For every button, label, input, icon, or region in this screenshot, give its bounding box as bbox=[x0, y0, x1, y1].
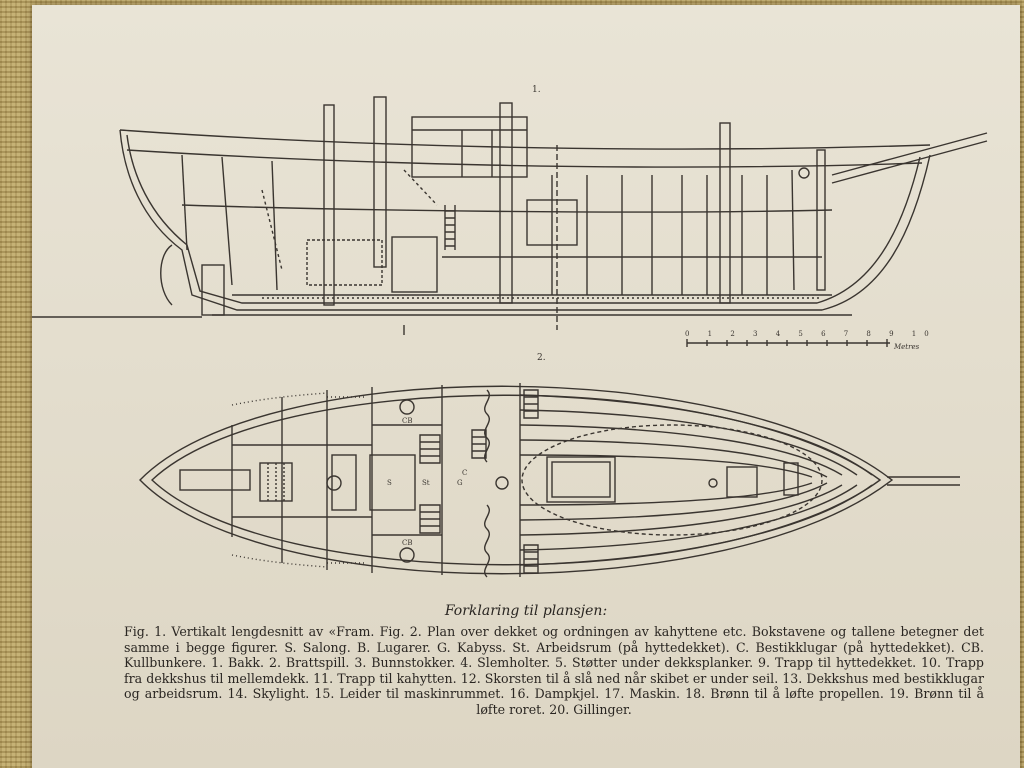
tween-room bbox=[526, 199, 578, 246]
fig2-label: 2. bbox=[537, 353, 546, 363]
deck-plan bbox=[139, 383, 960, 578]
deck-planking bbox=[519, 394, 873, 566]
rudder bbox=[160, 244, 173, 306]
cabins bbox=[179, 385, 443, 575]
plan-label-cb-bottom: CB bbox=[402, 539, 413, 547]
hull-inner bbox=[126, 134, 921, 304]
hull-outline bbox=[119, 129, 931, 311]
plan-hull-outer bbox=[139, 385, 894, 575]
bowsprit bbox=[831, 132, 988, 176]
cb-bottom-circle bbox=[399, 547, 415, 563]
sheer-line bbox=[119, 129, 931, 150]
rudder-well bbox=[201, 264, 225, 316]
bow-post bbox=[816, 149, 826, 291]
scale-bar bbox=[686, 339, 890, 347]
tween-deck bbox=[181, 204, 833, 213]
plan-stair-bottom bbox=[523, 544, 539, 574]
fore-hatch bbox=[726, 466, 758, 498]
caption-title: Forklaring til plansjen: bbox=[444, 603, 608, 619]
cb-top-circle bbox=[399, 399, 415, 415]
funnel bbox=[373, 96, 387, 268]
engine bbox=[306, 239, 383, 286]
saloon-table bbox=[331, 454, 357, 511]
scale-ticks: 0 1 2 3 4 5 6 7 8 9 10 bbox=[685, 330, 937, 338]
windlass-plan bbox=[783, 462, 799, 496]
windlass bbox=[798, 167, 810, 179]
main-hatch bbox=[546, 456, 616, 503]
ladder bbox=[444, 205, 456, 250]
plan-label-c: C bbox=[462, 469, 467, 477]
plan-hull-inner bbox=[150, 394, 882, 566]
fore-mast bbox=[719, 122, 731, 304]
scale-unit: Metres bbox=[894, 343, 920, 351]
plan-label-st: St bbox=[422, 479, 430, 487]
plan-label-cb-top: CB bbox=[402, 417, 413, 425]
deckhouse bbox=[411, 116, 528, 178]
main-mast bbox=[499, 102, 513, 304]
plan-stair-top bbox=[523, 389, 539, 419]
boiler bbox=[391, 236, 438, 293]
caption-body: Fig. 1. Vertikalt lengdesnitt av «Fram. … bbox=[124, 624, 984, 717]
frames bbox=[181, 154, 795, 295]
ship-drawing: CB CB S St G C bbox=[32, 96, 988, 578]
longitudinal-section bbox=[32, 96, 988, 335]
drawing-plate: 1. 2. bbox=[32, 5, 1020, 768]
plan-label-g: G bbox=[457, 479, 463, 487]
mizzen-mast bbox=[323, 104, 335, 306]
fig1-label: 1. bbox=[532, 85, 541, 95]
plan-label-s: S bbox=[387, 479, 392, 487]
deck-line bbox=[126, 149, 923, 168]
